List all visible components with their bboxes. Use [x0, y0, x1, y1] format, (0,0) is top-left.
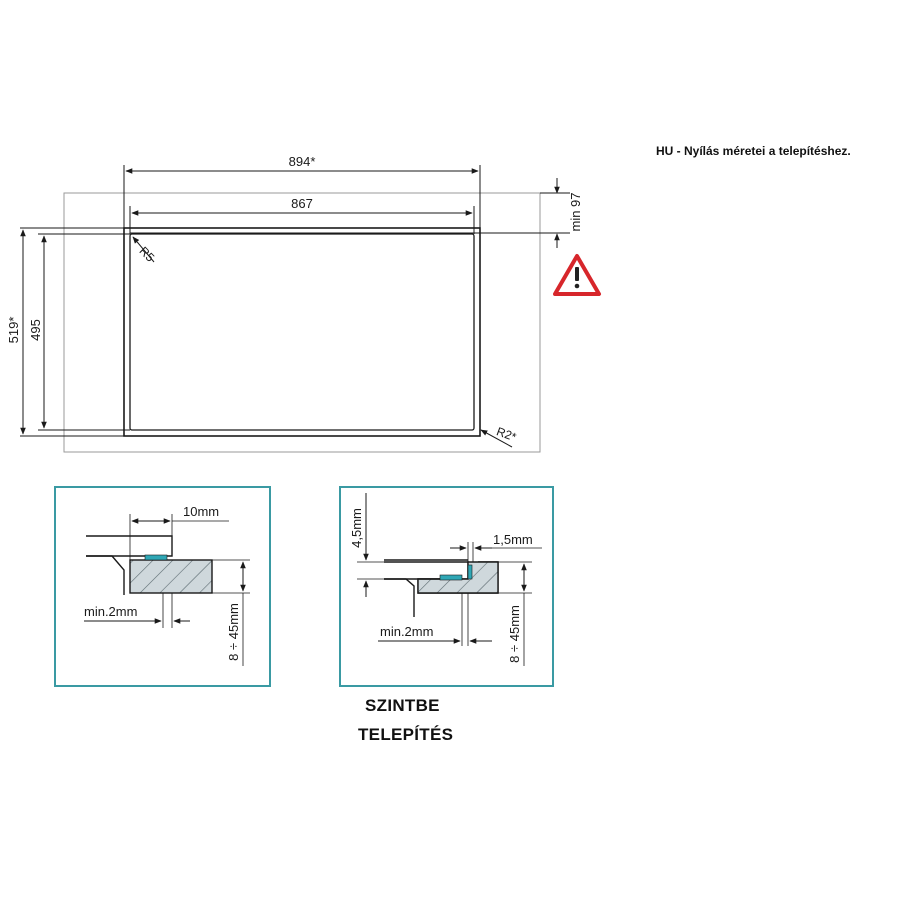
- page-title: HU - Nyílás méretei a telepítéshez.: [656, 144, 851, 158]
- caption-line-2: TELEPÍTÉS: [358, 725, 454, 744]
- dim-gap-left: min.2mm: [84, 604, 137, 619]
- top-view: 894* 867 519* 495 min 97 R5 R2*: [6, 154, 583, 453]
- outer-cutout-outline: [123, 227, 481, 437]
- hatched-block-left: [129, 559, 213, 594]
- seal-left: [144, 554, 168, 561]
- countertop-outline: [63, 192, 541, 453]
- dim-outer-width: 894*: [289, 154, 316, 169]
- radius-leader-inner: [132, 236, 155, 263]
- radius-leader-outer: [480, 429, 513, 448]
- dim-inner-height: 495: [28, 319, 43, 341]
- seal-right: [439, 574, 463, 581]
- dim-inner-width: 867: [291, 196, 313, 211]
- radius-outer: R2*: [495, 424, 519, 444]
- warning-triangle-icon: [553, 254, 601, 296]
- dim-overlap: 10mm: [183, 504, 219, 519]
- seal-right-edge: [467, 564, 473, 580]
- detail-left: 10mm min.2mm 8 ÷ 45mm: [54, 486, 271, 687]
- inner-cutout-outline: [129, 233, 475, 431]
- dim-edge: 1,5mm: [493, 532, 533, 547]
- dim-outer-height: 519*: [6, 317, 21, 344]
- detail-right: 4,5mm 1,5mm min.2mm 8 ÷ 45mm: [339, 486, 554, 687]
- caption-line-1: SZINTBE: [365, 696, 440, 715]
- dim-step: 4,5mm: [349, 508, 364, 548]
- dim-thickness-left: 8 ÷ 45mm: [226, 603, 241, 661]
- dim-gap-right: min.2mm: [380, 624, 433, 639]
- dim-clearance: min 97: [568, 192, 583, 231]
- dim-thickness-right: 8 ÷ 45mm: [507, 605, 522, 663]
